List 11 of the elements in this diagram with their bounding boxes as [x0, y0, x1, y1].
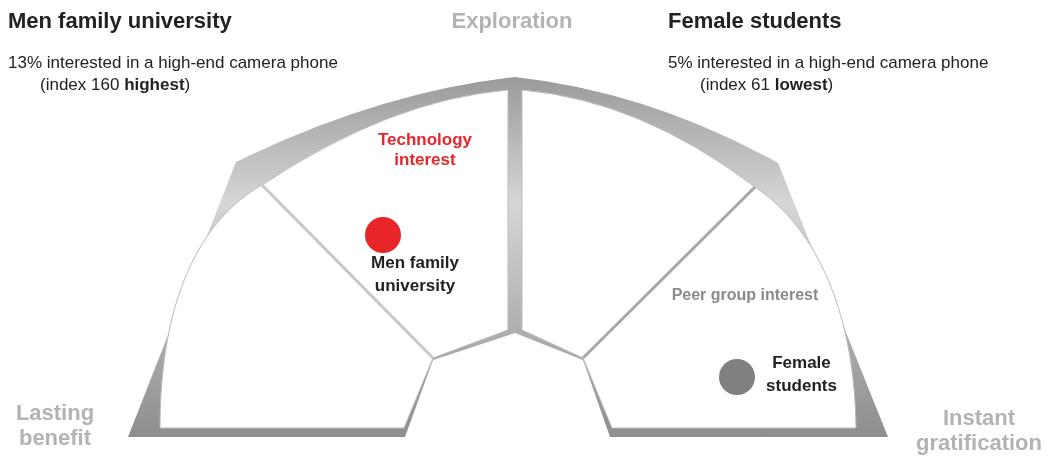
note-text: 5% interested in a high-end camera phone (index 61 lowest) — [668, 52, 990, 97]
note-text: 13% interested in a high-end camera phone (index 160 highest) — [8, 52, 339, 97]
quadrant-label: Technology interest — [376, 130, 474, 170]
heading: Female students — [668, 8, 843, 34]
segment-label: Female students — [765, 352, 838, 397]
axis-label: Exploration — [450, 8, 574, 34]
quadrant-label: Peer group interest — [670, 286, 820, 305]
segment-label: Men family university — [370, 252, 460, 297]
axis-label: Lasting benefit — [14, 400, 96, 451]
heading: Men family university — [8, 8, 233, 34]
axis-label: Instant gratification — [915, 405, 1043, 456]
